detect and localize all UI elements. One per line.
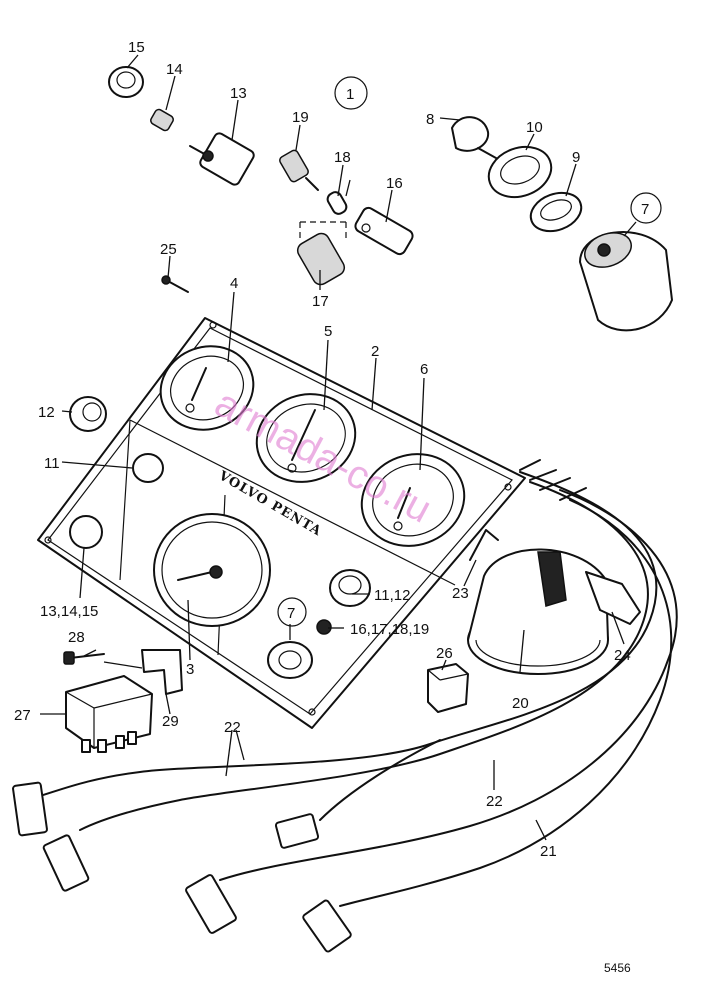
label-22a: 22 xyxy=(224,719,241,736)
relay-27 xyxy=(65,675,153,753)
label-2: 2 xyxy=(371,343,379,360)
connector-bottom-1 xyxy=(185,874,237,934)
bulb-18 xyxy=(326,191,348,215)
label-9: 9 xyxy=(572,149,580,166)
socket-17 xyxy=(296,221,347,286)
label-26: 26 xyxy=(436,645,453,662)
label-16: 16 xyxy=(386,175,403,192)
label-8: 8 xyxy=(426,111,434,128)
bulb-19 xyxy=(279,149,319,191)
label-3: 3 xyxy=(186,661,194,678)
label-6: 6 xyxy=(420,361,428,378)
tachometer-3 xyxy=(153,513,271,627)
callout-7b-circle xyxy=(277,597,307,627)
ring-9 xyxy=(529,191,583,233)
label-21: 21 xyxy=(540,843,557,860)
switch-hole-11 xyxy=(132,453,164,483)
label-11-12: 11,12 xyxy=(374,587,410,604)
label-5: 5 xyxy=(324,323,332,340)
relay-26 xyxy=(427,663,469,713)
label-13: 13 xyxy=(230,85,247,102)
label-12: 12 xyxy=(38,404,55,421)
switch-hole-13 xyxy=(69,515,103,549)
label-4: 4 xyxy=(230,275,238,292)
connector-bottom-2 xyxy=(302,899,352,953)
connector-left-2 xyxy=(42,834,90,892)
ignition-hole-7 xyxy=(267,641,313,679)
ring-10 xyxy=(487,145,553,199)
screw-25 xyxy=(161,275,189,293)
label-11: 11 xyxy=(44,455,60,472)
label-24: 24 xyxy=(614,647,631,664)
screw-28 xyxy=(63,651,105,665)
label-25: 25 xyxy=(160,241,177,258)
label-28: 28 xyxy=(68,629,85,646)
label-1: 1 xyxy=(346,86,354,103)
grommet-12 xyxy=(69,396,107,432)
label-7b: 7 xyxy=(287,605,295,622)
label-7a: 7 xyxy=(641,201,649,218)
label-20: 20 xyxy=(512,695,529,712)
switch-13 xyxy=(189,132,255,186)
label-18: 18 xyxy=(334,149,351,166)
lamp-11-12 xyxy=(329,569,371,607)
label-17: 17 xyxy=(312,293,329,310)
connector-left-1 xyxy=(12,781,48,837)
label-13-14-15: 13,14,15 xyxy=(40,603,98,620)
label-10: 10 xyxy=(526,119,543,136)
plug-24 xyxy=(585,571,641,625)
leader-lines xyxy=(40,54,637,841)
label-22b: 22 xyxy=(486,793,503,810)
ignition-switch-7 xyxy=(579,231,673,332)
nut-14 xyxy=(150,108,174,132)
gauge-6 xyxy=(360,453,466,547)
callout-1-circle xyxy=(334,76,368,110)
lamp-16-19 xyxy=(316,619,332,635)
label-27: 27 xyxy=(14,707,31,724)
cover-20 xyxy=(467,548,609,675)
label-14: 14 xyxy=(166,61,183,78)
holder-16 xyxy=(354,206,414,256)
label-29: 29 xyxy=(162,713,179,730)
knob-15 xyxy=(108,66,144,98)
cable-harness xyxy=(39,459,678,907)
label-19: 19 xyxy=(292,109,309,126)
gauge-4 xyxy=(159,345,255,431)
callout-7-circle xyxy=(630,192,662,224)
connector-mid xyxy=(274,813,320,849)
label-15: 15 xyxy=(128,39,145,56)
label-16-17-18-19: 16,17,18,19 xyxy=(350,621,429,638)
key-8 xyxy=(451,116,515,169)
figure-reference: 5456 xyxy=(604,961,631,975)
gauge-5 xyxy=(255,393,357,483)
label-23: 23 xyxy=(452,585,469,602)
